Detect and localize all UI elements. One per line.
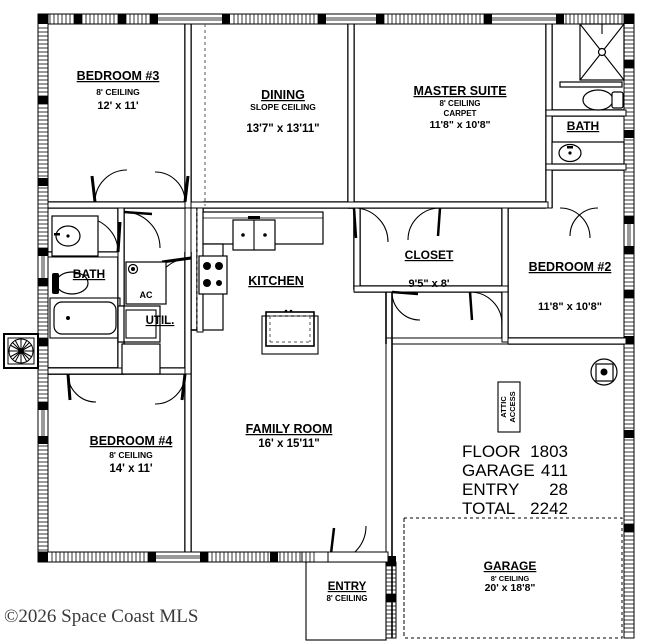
room-ceiling: 8' CEILING bbox=[326, 594, 367, 603]
room-label-bath-master: BATH bbox=[567, 119, 599, 133]
room-name: ENTRY bbox=[328, 581, 367, 593]
area-summary: FLOOR 1803 GARAGE 411 ENTRY 28 TOTAL 224… bbox=[462, 442, 568, 518]
room-ceiling: 8' CEILING bbox=[109, 450, 153, 460]
sink-faucet bbox=[54, 233, 60, 236]
area-label-floor: FLOOR bbox=[462, 442, 521, 461]
sink-drain-right bbox=[263, 233, 267, 237]
master-bath-fixtures bbox=[559, 23, 625, 111]
room-name: KITCHEN bbox=[248, 274, 304, 288]
room-label-family-room: FAMILY ROOM 16' x 15'11" bbox=[246, 422, 333, 450]
master-bath-vanity bbox=[551, 141, 625, 165]
utility-appliances bbox=[117, 305, 161, 375]
room-dimensions: 11'8" x 10'8" bbox=[538, 301, 602, 313]
area-value-total: 2242 bbox=[530, 499, 568, 518]
room-label-master-suite: MASTER SUITE 8' CEILING CARPET 11'8" x 1… bbox=[413, 84, 506, 131]
kitchen-faucet bbox=[248, 216, 260, 219]
attic-access-label-line1: ATTIC bbox=[499, 396, 508, 418]
range-cooktop bbox=[198, 255, 228, 295]
room-label-bedroom4: BEDROOM #4 8' CEILING 14' x 11' bbox=[90, 434, 173, 475]
room-label-garage: GARAGE 8' CEILING 20' x 18'8" bbox=[484, 559, 537, 594]
attic-access-box bbox=[497, 381, 521, 433]
attic-access-label-line2: ACCESS bbox=[508, 391, 517, 422]
kitchen-fixtures bbox=[196, 24, 324, 331]
room-name: BATH bbox=[567, 119, 599, 133]
washer-drum bbox=[125, 309, 157, 339]
toilet-tank bbox=[611, 91, 624, 109]
room-name: UTIL. bbox=[146, 315, 175, 327]
mls-copyright: ©2026 Space Coast MLS bbox=[4, 606, 198, 627]
window bbox=[41, 252, 45, 438]
sink-faucet bbox=[567, 146, 573, 149]
room-label-dining: DINING SLOPE CEILING 13'7" x 13'11" bbox=[246, 88, 319, 135]
room-ceiling: 8' CEILING bbox=[96, 87, 140, 97]
exterior-ac-condenser bbox=[3, 333, 39, 369]
shower-curb bbox=[559, 81, 623, 88]
utility-wall-stub bbox=[117, 305, 125, 343]
area-value-floor: 1803 bbox=[530, 442, 568, 461]
table-top bbox=[265, 311, 315, 347]
room-dimensions: 14' x 11' bbox=[109, 463, 152, 475]
room-ceiling: SLOPE CEILING bbox=[250, 102, 316, 112]
window bbox=[627, 220, 631, 246]
toilet-bowl bbox=[582, 89, 614, 111]
bathtub bbox=[53, 301, 117, 335]
room-dimensions: 12' x 11' bbox=[97, 100, 139, 112]
toilet-tank bbox=[52, 273, 59, 294]
window bbox=[154, 17, 558, 21]
sink-drain bbox=[568, 151, 572, 155]
dryer bbox=[121, 343, 161, 375]
water-heater bbox=[590, 358, 618, 386]
area-value-entry: 28 bbox=[549, 480, 568, 499]
room-label-bedroom2: BEDROOM #2 11'8" x 10'8" bbox=[529, 260, 612, 313]
room-name: BEDROOM #2 bbox=[529, 260, 612, 274]
room-label-entry: ENTRY 8' CEILING bbox=[326, 581, 367, 603]
ac-closet: AC bbox=[125, 261, 167, 305]
room-dimensions: 11'8" x 10'8" bbox=[429, 119, 490, 131]
room-ceiling: 8' CEILING bbox=[491, 574, 530, 583]
room-dimensions: 13'7" x 13'11" bbox=[246, 123, 319, 135]
room-label-closet: CLOSET 9'5" x 8' bbox=[405, 248, 454, 290]
room-label-utility: UTIL. bbox=[146, 315, 175, 327]
room-name: GARAGE bbox=[484, 559, 537, 573]
room-name: DINING bbox=[261, 88, 305, 102]
ac-label: AC bbox=[140, 290, 153, 300]
sink-drain-left bbox=[241, 233, 245, 237]
room-name: MASTER SUITE bbox=[413, 84, 506, 98]
room-label-bedroom3: BEDROOM #3 8' CEILING 12' x 11' bbox=[77, 69, 160, 112]
room-dimensions: 9'5" x 8' bbox=[408, 278, 449, 290]
washer bbox=[121, 305, 161, 343]
ac-handler-dot bbox=[131, 267, 135, 271]
room-ceiling: 8' CEILING bbox=[439, 99, 480, 108]
room-label-bath-hall: BATH bbox=[73, 267, 105, 281]
room-name: FAMILY ROOM bbox=[246, 422, 333, 436]
area-label-total: TOTAL bbox=[462, 499, 515, 518]
attic-access: ATTIC ACCESS bbox=[497, 381, 521, 433]
window bbox=[152, 555, 204, 559]
dining-table bbox=[261, 309, 319, 355]
room-dimensions: 20' x 18'8" bbox=[485, 582, 536, 594]
hall-bath-fixtures bbox=[49, 215, 121, 339]
room-name: BEDROOM #3 bbox=[77, 69, 160, 83]
room-flooring: CARPET bbox=[444, 109, 477, 118]
room-dimensions: 16' x 15'11" bbox=[258, 438, 319, 450]
room-name: CLOSET bbox=[405, 248, 454, 262]
garage-slab-outline bbox=[403, 517, 623, 639]
area-label-entry: ENTRY bbox=[462, 480, 519, 499]
shower-drain bbox=[597, 47, 607, 57]
room-name: BEDROOM #4 bbox=[90, 434, 173, 448]
sink-drain bbox=[66, 234, 70, 238]
area-label-garage: GARAGE bbox=[462, 461, 535, 480]
room-label-kitchen: KITCHEN bbox=[248, 274, 304, 288]
area-value-garage: 411 bbox=[541, 461, 568, 480]
tub-drain bbox=[66, 316, 70, 320]
room-name: BATH bbox=[73, 267, 105, 281]
